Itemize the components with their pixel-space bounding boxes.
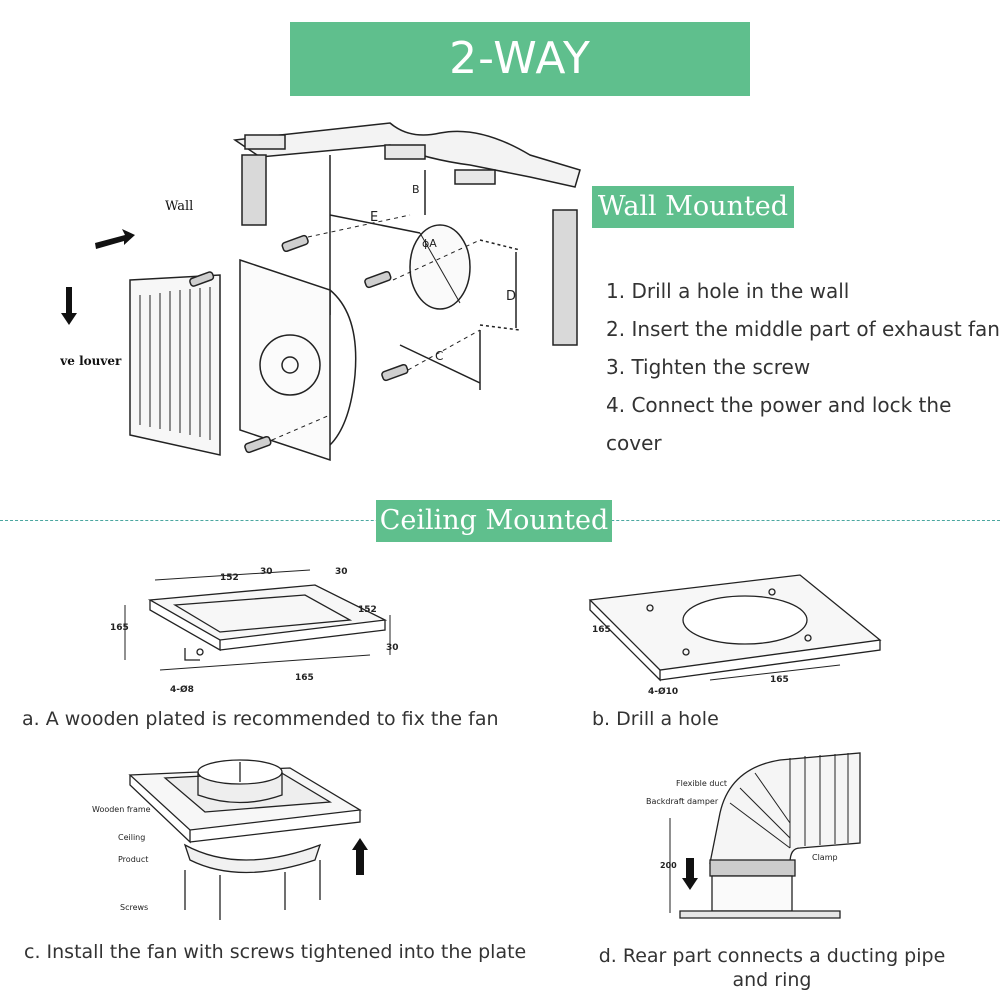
fig-d-dim-200: 200 — [660, 861, 677, 870]
remove-louver-label: Remove louver — [60, 354, 122, 368]
dim-a-label: ϕA — [422, 237, 437, 250]
caption-d: d. Rear part connects a ducting pipe and… — [598, 945, 946, 991]
fig-d-duct-label: Flexible duct — [676, 779, 727, 788]
fig-b-holes: 4-Ø10 — [648, 686, 678, 697]
fig-a-holes: 4-Ø8 — [170, 684, 194, 695]
fig-c-ceiling-label: Ceiling — [118, 833, 145, 842]
wall-mount-diagram: Wall Remove louver E B ϕA D C — [60, 122, 581, 462]
wall-mounted-title: Wall Mounted — [597, 191, 789, 222]
wall-step: 3. Tighten the screw — [606, 355, 811, 379]
caption-a: a. A wooden plated is recommended to fix… — [22, 708, 499, 730]
wall-step: 1. Drill a hole in the wall — [606, 279, 850, 303]
fig-a-dim-165: 165 — [295, 673, 314, 683]
ceiling-mounted-title: Ceiling Mounted — [379, 505, 609, 536]
fig-a-dim-h165: 165 — [110, 623, 129, 633]
fig-c-frame-label: Wooden frame — [92, 805, 151, 814]
fig-a-dim-h30: 30 — [386, 643, 399, 653]
fig-b-dim-h165: 165 — [592, 625, 611, 635]
wall-label: Wall — [165, 199, 193, 214]
fig-a-wooden-frame: 152 30 30 152 165 30 165 4-Ø8 — [110, 567, 399, 695]
dim-b-label: B — [412, 183, 420, 196]
dim-d-label: D — [506, 289, 516, 304]
fig-b-dim-165: 165 — [770, 675, 789, 685]
wall-step: 4. Connect the power and lock the cover — [606, 393, 952, 455]
fig-d-damper-label: Backdraft damper — [646, 797, 719, 806]
ceiling-mounted-banner: Ceiling Mounted — [376, 500, 612, 542]
caption-c: c. Install the fan with screws tightened… — [24, 941, 527, 963]
wall-step: 2. Insert the middle part of exhaust fan — [606, 317, 1000, 341]
main-title-banner: 2-WAY INSTALLATION — [290, 22, 750, 158]
fig-a-dim-30a: 30 — [260, 567, 273, 577]
fig-a-dim-152: 152 — [220, 573, 239, 583]
caption-b: b. Drill a hole — [592, 708, 719, 730]
wall-mounted-banner: Wall Mounted — [592, 186, 794, 228]
fig-c-screws-label: Screws — [120, 903, 148, 912]
wall-steps-list: 1. Drill a hole in the wall 2. Insert th… — [606, 272, 1000, 462]
fig-b-drill-hole: 165 165 4-Ø10 — [588, 574, 882, 697]
dim-e-label: E — [370, 210, 378, 225]
fig-c-product-label: Product — [118, 855, 148, 864]
dim-c-label: C — [435, 349, 443, 363]
fig-a-dim-30b: 30 — [335, 567, 348, 577]
fig-a-dim-h152: 152 — [358, 605, 377, 615]
fig-d-clamp-label: Clamp — [812, 853, 838, 862]
fig-d-ducting: Flexible duct Backdraft damper Clamp 200 — [646, 752, 861, 919]
fig-c-install-fan: Wooden frame Ceiling Product Screws — [92, 759, 368, 920]
